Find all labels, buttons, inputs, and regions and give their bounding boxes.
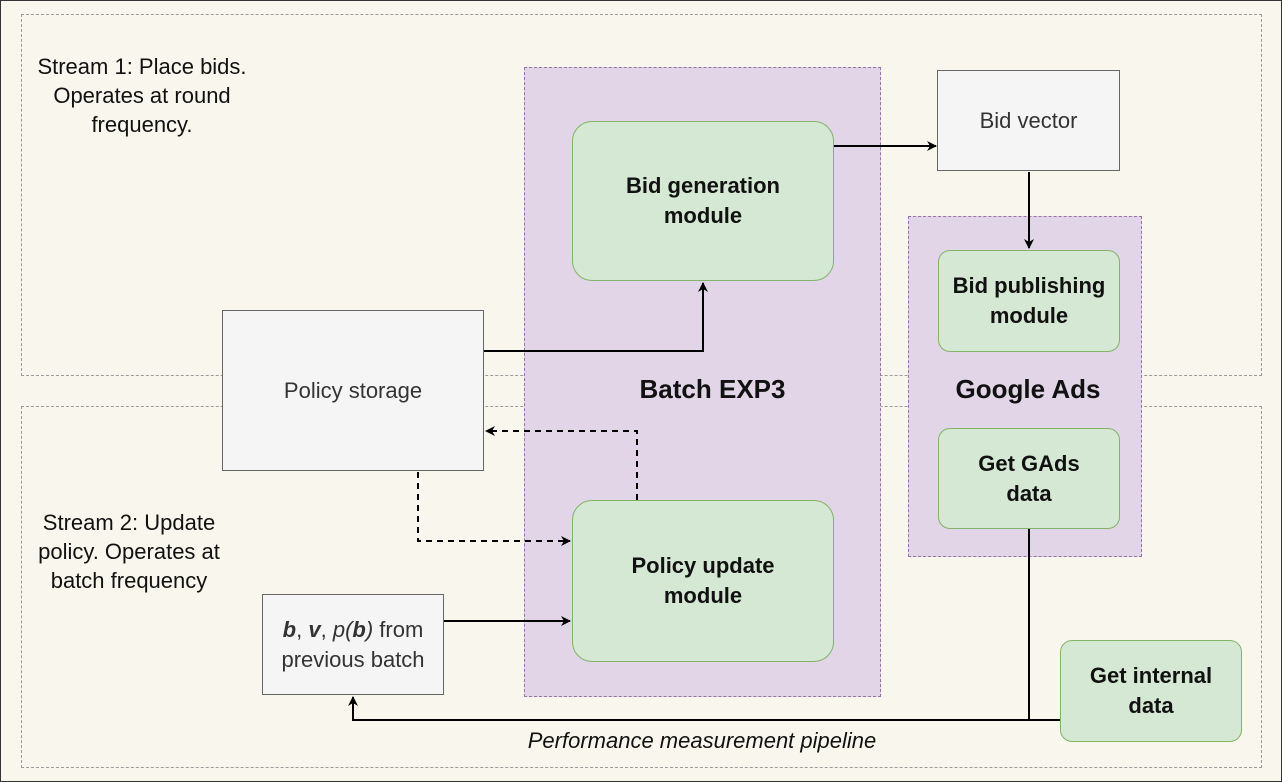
get-gads-data-node[interactable]: Get GAds data bbox=[938, 428, 1120, 529]
var-v: v bbox=[308, 616, 321, 642]
get-internal-data-node[interactable]: Get internal data bbox=[1060, 640, 1242, 742]
policy-storage-node[interactable]: Policy storage bbox=[222, 310, 484, 471]
google-ads-label: Google Ads bbox=[955, 374, 1101, 404]
p-close: ) bbox=[365, 616, 374, 642]
previous-batch-line-1: b, v, p(b) from bbox=[283, 615, 424, 645]
previous-batch-data-node[interactable]: b, v, p(b) from previous batch bbox=[262, 594, 444, 695]
bid-generation-module-node[interactable]: Bid generation module bbox=[572, 121, 834, 281]
previous-batch-line-2: previous batch bbox=[281, 646, 425, 672]
batch-exp3-label: Batch EXP3 bbox=[639, 374, 786, 404]
pipeline-edge-label: Performance measurement pipeline bbox=[527, 728, 877, 753]
sep-2: , bbox=[320, 616, 333, 642]
var-p-b: b bbox=[352, 616, 366, 642]
p-open: p( bbox=[332, 616, 353, 642]
stream-1-description: Stream 1: Place bids. Operates at round … bbox=[37, 54, 247, 137]
policy-update-module-node[interactable]: Policy update module bbox=[572, 500, 834, 662]
stream-2-description: Stream 2: Update policy. Operates at bat… bbox=[38, 510, 220, 593]
from-word: from bbox=[373, 616, 424, 642]
bid-publishing-module-node[interactable]: Bid publishing module bbox=[938, 250, 1120, 352]
bid-vector-node[interactable]: Bid vector bbox=[937, 70, 1120, 171]
var-b: b bbox=[282, 616, 297, 642]
sep-1: , bbox=[296, 616, 309, 642]
